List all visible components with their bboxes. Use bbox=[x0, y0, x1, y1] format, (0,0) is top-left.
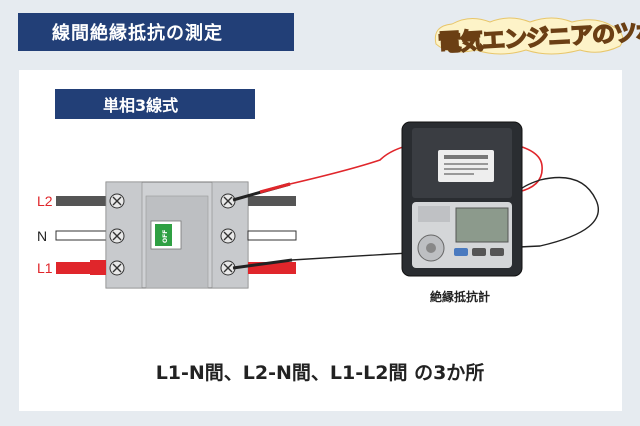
device-label: 絶縁抵抗計 bbox=[429, 290, 490, 304]
test-probes bbox=[232, 182, 293, 270]
right-terminals bbox=[220, 193, 236, 276]
caution-label bbox=[438, 150, 494, 182]
tester-button[interactable] bbox=[490, 248, 504, 256]
breaker-off-label: OFF bbox=[162, 230, 169, 243]
insulation-tester bbox=[401, 121, 523, 277]
label-l2: L2 bbox=[37, 193, 53, 209]
left-terminals bbox=[90, 193, 125, 276]
section-subtitle: 単相3線式 bbox=[55, 89, 255, 119]
page-title: 線間絶縁抵抗の測定 bbox=[18, 13, 294, 51]
wire-n-left bbox=[55, 230, 107, 241]
tester-button[interactable] bbox=[454, 248, 468, 256]
probe-red[interactable] bbox=[232, 258, 293, 270]
wire-l2-right bbox=[248, 196, 296, 206]
site-logo[interactable]: 電気エンジニアのツボ bbox=[430, 12, 640, 57]
wire-n-right bbox=[247, 230, 297, 241]
lcd-display bbox=[455, 207, 509, 243]
label-n: N bbox=[37, 228, 47, 244]
logo-cloud-icon bbox=[434, 17, 624, 55]
label-l1: L1 bbox=[37, 260, 53, 276]
breaker-switch[interactable] bbox=[155, 224, 172, 246]
tester-button[interactable] bbox=[472, 248, 486, 256]
wire-l2-left bbox=[56, 196, 106, 206]
caption: L1-N間、L2-N間、L1-L2間 の3か所 bbox=[155, 362, 485, 384]
